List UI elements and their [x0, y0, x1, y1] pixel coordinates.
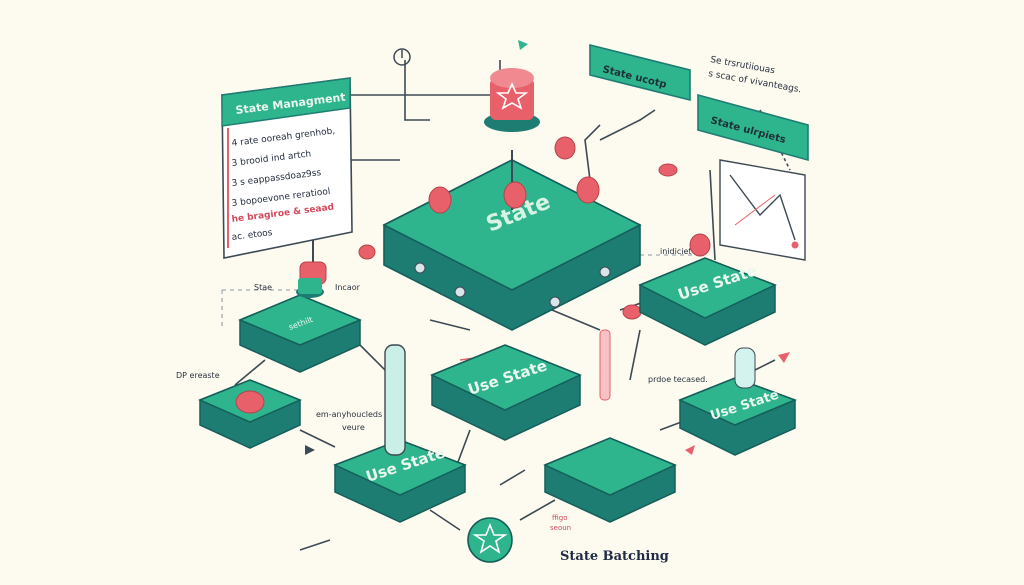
state-ulrpiets-card: State ulrpiets — [697, 93, 809, 162]
star-icon-bottom — [472, 522, 508, 554]
hub-star-button — [484, 68, 540, 210]
arrow-icon — [778, 352, 790, 363]
coral-node — [554, 136, 576, 160]
box-bottom-left: Use State — [333, 439, 467, 523]
box-right-mid: Use State — [638, 257, 777, 346]
coral-node — [428, 186, 452, 214]
coral-node — [576, 176, 600, 204]
arrowheads — [305, 40, 790, 455]
box-left-small — [198, 379, 302, 449]
box-left-upper: sethilt — [238, 278, 362, 373]
star-node — [467, 517, 513, 563]
coral-node — [622, 304, 642, 320]
note-stae: Stae — [254, 283, 272, 292]
arrow-icon — [305, 445, 315, 455]
coral-node — [503, 181, 527, 209]
glass-tube — [384, 329, 611, 456]
box-center: Use State — [430, 344, 582, 441]
note-em-anyhoucleds: em-anyhoucleds — [316, 410, 382, 419]
graph-line — [729, 174, 796, 241]
arrow-icon — [518, 40, 528, 50]
coral-node — [358, 244, 376, 260]
dashed-guides — [221, 254, 700, 330]
note-veure: veure — [342, 423, 365, 432]
power-icon — [393, 48, 411, 66]
note-small-red: ffigo — [552, 514, 568, 522]
caption: State Batching — [560, 549, 669, 564]
state-ucotp-card: State ucotp — [589, 43, 691, 102]
star-icon — [495, 82, 529, 110]
coral-node — [658, 163, 678, 177]
coral-node — [689, 233, 711, 257]
state-management-panel: State Managment 4 rate ooreah grenhob, 3… — [221, 77, 353, 259]
note-inidiciet: inidiciet — [660, 247, 692, 256]
note-small-red-2: seoun — [550, 524, 571, 532]
box-bottom-center — [543, 437, 677, 523]
panel-line-5: ac. etoos — [231, 228, 273, 243]
note-top-right-2: s scac of vivanteags. — [707, 69, 802, 95]
note-dp-create: DP ereaste — [176, 371, 220, 380]
arrow-icon — [685, 445, 695, 455]
graph-panel — [719, 159, 806, 261]
note-prdoe: prdoe tecased. — [648, 375, 708, 384]
note-incaor: Incaor — [335, 283, 361, 292]
box-right-lower: Use State — [678, 347, 798, 456]
